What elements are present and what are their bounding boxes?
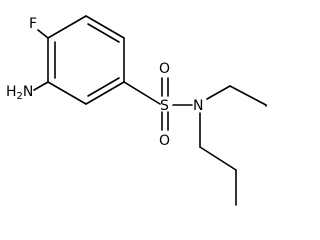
c-nh2-bond: [33, 81, 49, 91]
sulfur-label: S: [160, 98, 169, 114]
ring-bond-1-inner: [87, 23, 120, 43]
ring-bond-3-inner: [87, 77, 120, 97]
molecule-diagram: F H2N S O O N: [6, 15, 267, 206]
oxygen-bottom-label: O: [159, 133, 170, 149]
propyl-1-bond-2: [229, 85, 267, 106]
propyl-1-bond-1: [206, 85, 231, 100]
fluorine-label: F: [29, 16, 37, 32]
amine-n-label: N: [23, 84, 33, 100]
benzene-ring: [47, 15, 125, 105]
propyl-2-bond-2: [199, 146, 237, 171]
amine-h-count: 2: [17, 91, 23, 102]
ring-bond-6: [47, 15, 87, 39]
c-f-bond: [37, 29, 49, 39]
ring-bond-3: [85, 81, 125, 105]
oxygen-top-label: O: [159, 61, 170, 77]
amine-label: H2N: [6, 84, 33, 102]
ring-bond-4: [47, 81, 87, 105]
amine-h-label: H: [6, 84, 17, 100]
c-s-bond: [123, 81, 161, 105]
amide-n-label: N: [193, 98, 203, 114]
ring-bond-1: [85, 15, 125, 39]
